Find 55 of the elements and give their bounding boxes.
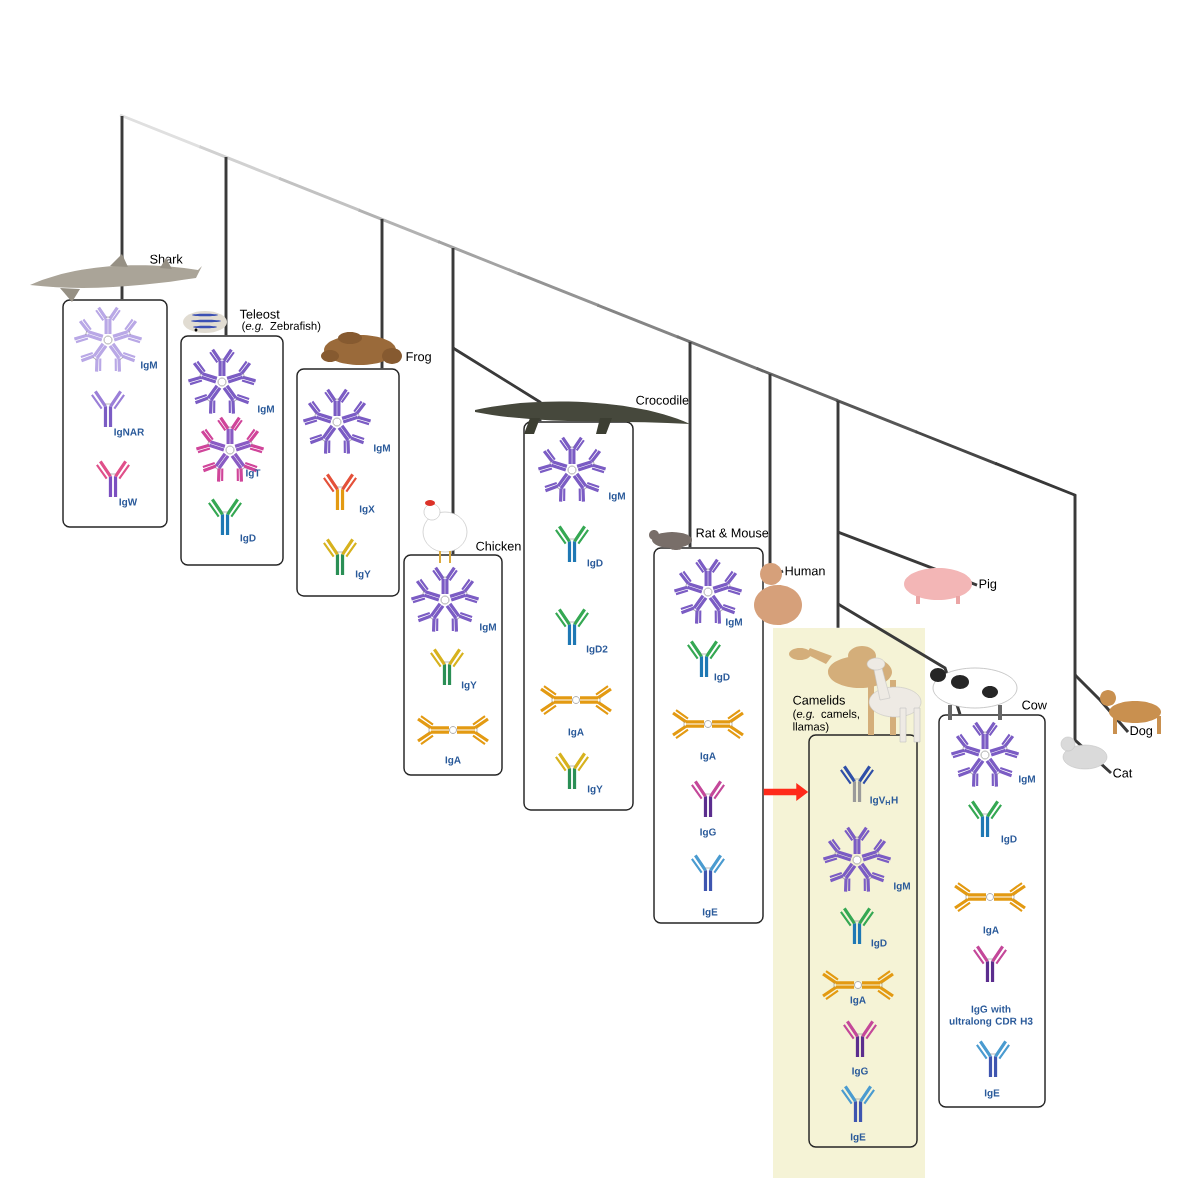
antibody-label: IgE [984,1089,1000,1099]
species-note: (e.g. camels, llamas) [793,709,859,733]
antibody-label: IgA [850,996,866,1006]
antibody-label: IgT [246,469,261,479]
branch-line [836,401,840,628]
antibody-label: IgM [480,623,496,633]
antibody-label: IgW [119,498,138,508]
branch-line [1073,673,1130,733]
antibody-label: IgA [700,752,716,762]
antibody-label: IgY [461,681,477,691]
antibody-label: IgM [374,444,390,454]
species-label: Pig [979,579,997,591]
branch-line [120,116,124,300]
antibody-label: IgD [240,534,256,544]
antibody-label: IgNAR [114,428,145,438]
species-label: Teleost [239,309,280,319]
antibody-label: IgG [700,828,716,838]
branch-line [224,157,228,336]
antibody-label: IgG with ultralong CDR H3 [949,1005,1033,1027]
species-label: Cat [1113,768,1133,778]
branch-line [688,342,692,548]
species-label: Crocodile [636,395,689,405]
antibody-label: IgD [1001,835,1017,845]
antibody-label: IgM [141,361,157,371]
species-label: Frog [406,352,431,364]
antibody-label: IgM [894,882,910,892]
species-label: Dog [1130,726,1153,738]
species-label: Rat & Mouse [696,528,769,538]
species-note: (e.g. Zebrafish) [242,321,321,333]
antibody-label: IgG [852,1067,868,1077]
antibody-label: IgD [871,939,887,949]
antibody-label: IgE [850,1133,866,1143]
antibody-label: IgA [568,728,584,738]
antibody-label: IgM [726,618,742,628]
species-label: Human [785,566,825,576]
antibody-label: IgV$_{H}$H [870,796,898,806]
antibody-label: IgM [1019,775,1035,785]
antibody-label: IgY [587,785,603,795]
branch-line [1073,495,1112,775]
antibody-label: IgE [702,908,718,918]
antibody-label: IgX [359,505,375,515]
antibody-label: IgD [714,673,730,683]
branch-line [452,346,542,422]
antibody-label: IgM [609,492,625,502]
species-label: Cow [1022,700,1047,710]
antibody-label: IgD [587,559,603,569]
branch-line [380,219,384,369]
antibody-label: IgA [445,756,461,766]
branch-line [451,248,455,555]
species-label: Chicken [476,541,521,551]
antibody-label: IgM [258,405,274,415]
antibody-label: IgA [983,926,999,936]
antibody-label: IgD2 [586,645,608,655]
species-label: Camelids [793,695,845,705]
antibody-label: IgY [355,570,371,580]
